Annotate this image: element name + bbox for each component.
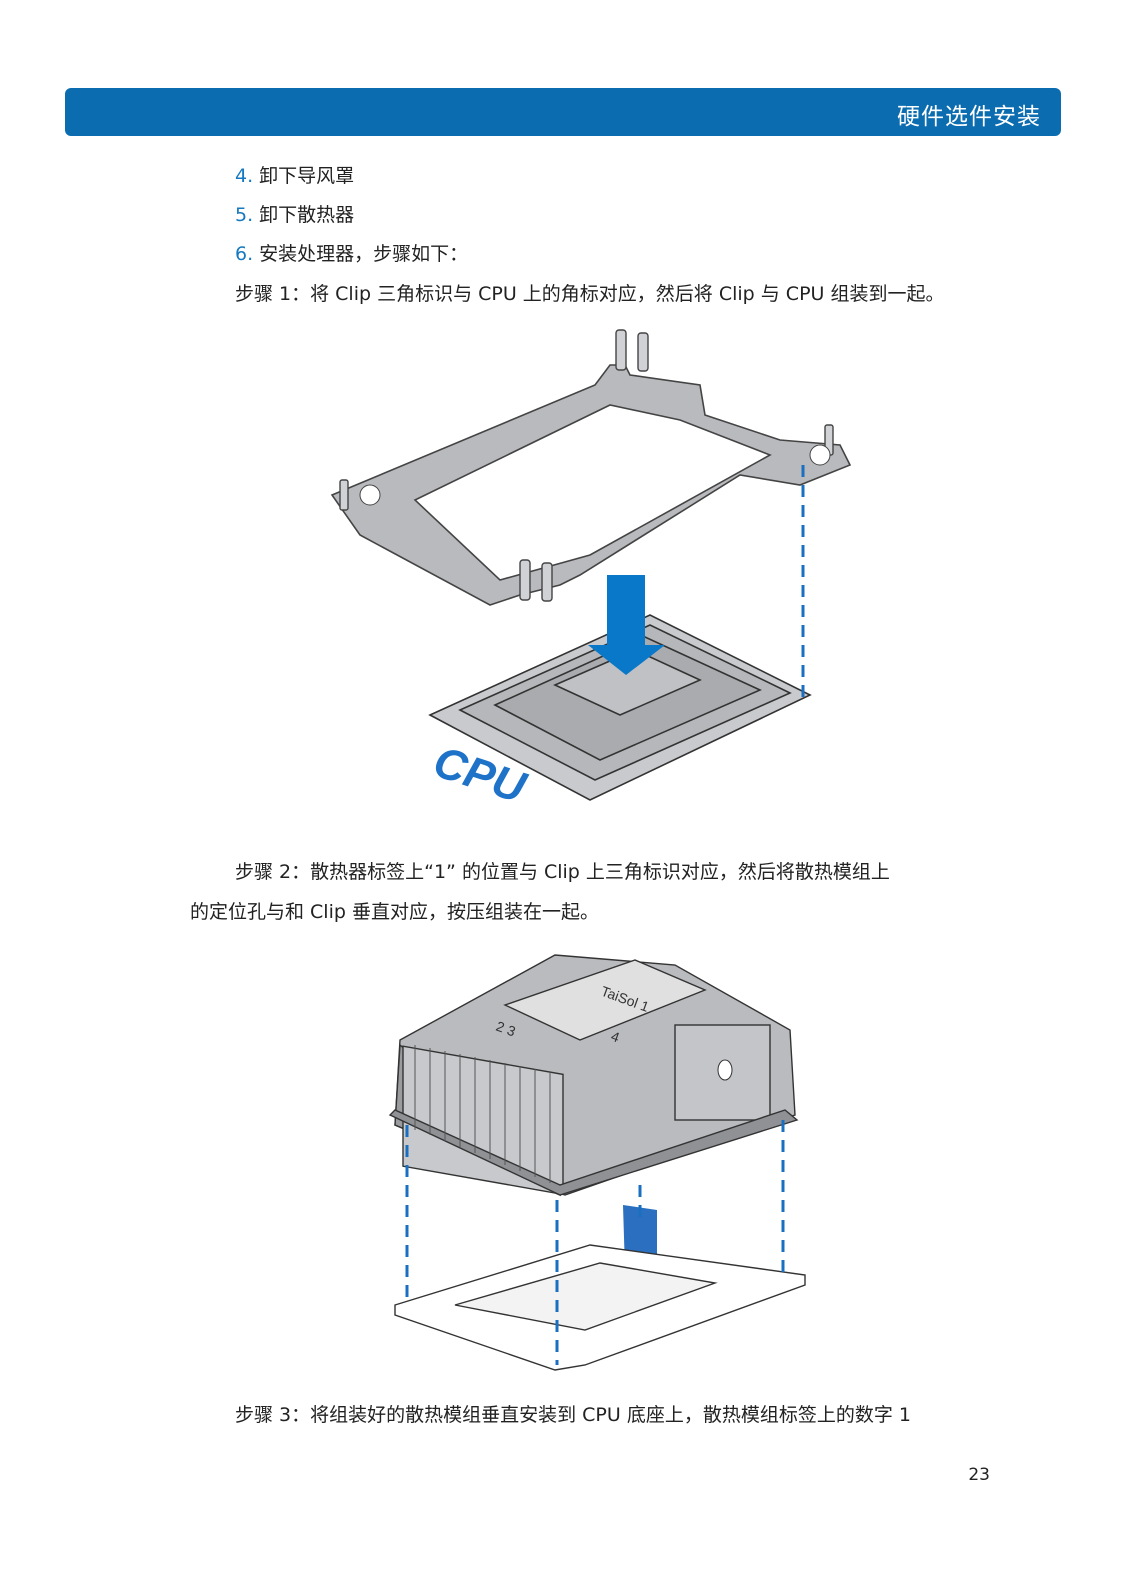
heatsink bbox=[388, 954, 799, 1197]
clip-cpu-figure: CPU bbox=[330, 329, 852, 813]
clip-hole bbox=[359, 484, 381, 506]
step-6: 6. 安装处理器，步骤如下： bbox=[235, 242, 468, 266]
step-number: 6. bbox=[235, 243, 254, 265]
step2-paragraph-line2: 的定位孔与和 Clip 垂直对应，按压组装在一起。 bbox=[190, 901, 599, 923]
step-text: 卸下导风罩 bbox=[253, 165, 355, 187]
section-title: 硬件选件安装 bbox=[897, 104, 1041, 130]
clip-frame bbox=[330, 364, 852, 606]
step3-paragraph: 步骤 3：将组装好的散热模组垂直安装到 CPU 底座上，散热模组标签上的数字 1 bbox=[235, 1404, 911, 1426]
step2-paragraph-line1: 步骤 2：散热器标签上“1” 的位置与 Clip 上三角标识对应，然后将散热模组… bbox=[235, 861, 890, 883]
step1-paragraph: 步骤 1：将 Clip 三角标识与 CPU 上的角标对应，然后将 Clip 与 … bbox=[235, 283, 945, 305]
section-header-bar: 硬件选件安装 bbox=[65, 88, 1061, 136]
clip-tabs bbox=[339, 329, 834, 602]
step-text: 安装处理器，步骤如下： bbox=[253, 243, 469, 265]
cpu-package bbox=[428, 614, 812, 801]
heatsink-hole bbox=[717, 1059, 733, 1081]
step-number: 4. bbox=[235, 165, 254, 187]
label-line2: 2 3 bbox=[494, 1018, 518, 1040]
step-4: 4. 卸下导风罩 bbox=[235, 164, 354, 188]
down-arrow-icon bbox=[588, 575, 665, 675]
cpu-socket-base bbox=[394, 1244, 806, 1371]
heatsink-fins bbox=[414, 1045, 551, 1183]
step-5: 5. 卸下散热器 bbox=[235, 203, 354, 227]
alignment-dashed-lines bbox=[405, 1120, 785, 1365]
clip-hole bbox=[809, 444, 831, 466]
page-number: 23 bbox=[968, 1465, 990, 1485]
heatsink-assembly-figure: TaiSol 1 2 3 4 bbox=[388, 954, 806, 1371]
step-number: 5. bbox=[235, 204, 254, 226]
step-text: 卸下散热器 bbox=[253, 204, 355, 226]
